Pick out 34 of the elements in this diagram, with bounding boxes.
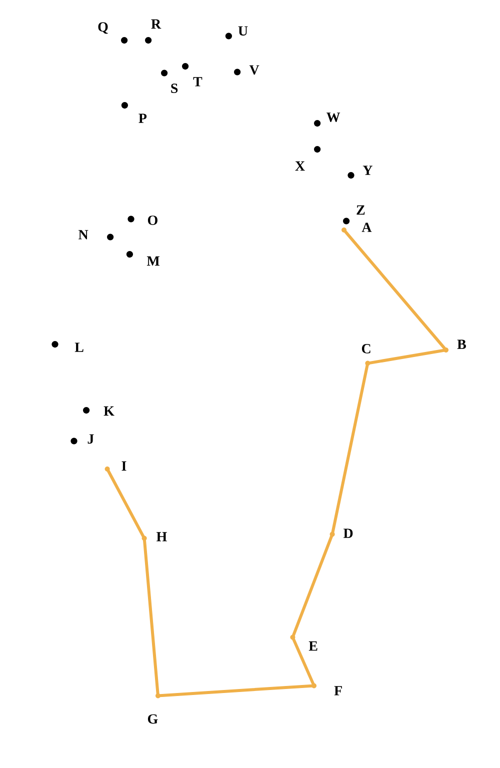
point-label: Y [362,166,372,175]
point-label: V [249,65,260,75]
point-label: X [295,161,305,171]
point-label: R [151,19,162,29]
point-label: G [148,714,158,724]
line-segment [330,362,370,536]
point-label: K [104,406,114,416]
line-segment [366,348,448,365]
point-label: Z [356,205,365,215]
point-label: J [88,434,94,444]
point-label: P [138,114,147,123]
point-label: Q [98,22,108,34]
point-label: E [308,641,318,651]
line-segment [156,684,316,698]
point-label: L [74,342,84,352]
line-segment [106,468,146,540]
point-label: I [122,461,126,471]
point-label: T [193,77,202,86]
point-label: N [78,230,88,240]
point-label: W [326,112,340,122]
line-segment [142,536,160,698]
point-label: O [148,216,158,225]
point-label: H [156,532,167,542]
line-segment [291,636,316,688]
point-label: D [344,528,353,538]
point-label: S [171,84,178,93]
point-label: M [146,256,160,266]
point-label: F [334,686,342,696]
line-segment [342,228,448,352]
point-label: A [362,222,372,232]
line-segment [291,532,334,639]
point-label: B [457,340,466,349]
point-label: U [238,26,248,36]
point-label: C [362,344,370,354]
